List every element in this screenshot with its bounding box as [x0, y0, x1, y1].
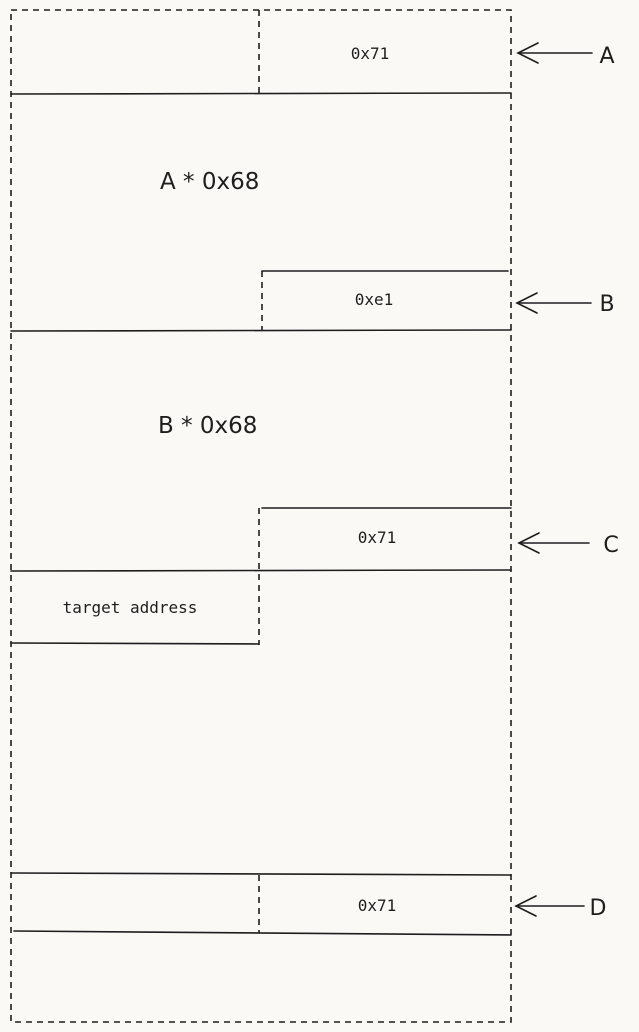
pointer-arrow-b [515, 292, 592, 314]
pointer-label-c: C [603, 533, 618, 558]
chunk-d-size-label: 0x71 [358, 896, 397, 915]
chunk-a-header-bottom [10, 92, 512, 95]
pointer-label-d: D [590, 896, 607, 921]
chunk-b-header-bottom [10, 329, 512, 332]
pointer-arrow-c [517, 532, 590, 554]
heap-region-border [10, 9, 512, 1023]
pointer-arrow-a [516, 42, 593, 64]
chunk-c-size-label: 0x71 [358, 528, 397, 547]
pointer-label-a: A [599, 44, 614, 69]
pointer-arrow-d [514, 895, 585, 917]
target-address-bottom [10, 642, 260, 645]
pointer-label-b: B [599, 292, 614, 317]
chunk-b-body-label: B * 0x68 [158, 413, 257, 439]
target-address-label: target address [63, 598, 198, 617]
chunk-a-size-label: 0x71 [351, 44, 390, 63]
chunk-a-body-label: A * 0x68 [160, 169, 259, 195]
chunk-d-header-bottom [13, 930, 512, 936]
chunk-d-header-top [10, 872, 512, 876]
chunk-c-header-bottom [10, 569, 512, 572]
chunk-b-size-label: 0xe1 [355, 290, 394, 309]
